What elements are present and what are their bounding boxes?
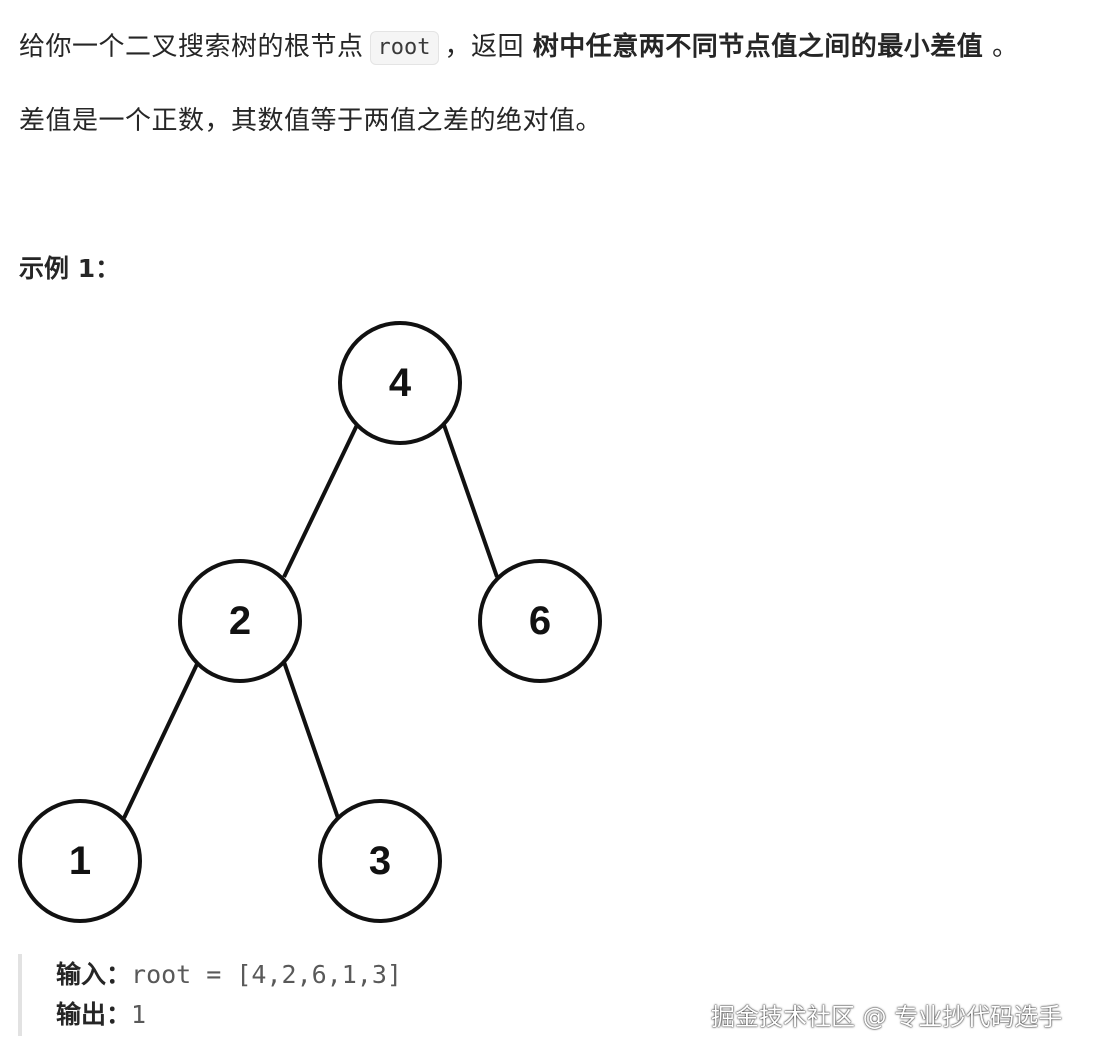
input-value: root = [4,2,6,1,3] [131,960,402,989]
example-io-block: 输入：root = [4,2,6,1,3] 输出：1 [18,954,682,1036]
output-label: 输出： [56,1000,132,1029]
input-label: 输入： [56,960,132,989]
example-title: 示例 1： [19,254,121,283]
output-value: 1 [131,1000,147,1029]
node-1 [18,799,142,923]
edge-4-6 [442,424,499,578]
inline-code-root: root [369,31,439,65]
intro-bold-goal: 树中任意两不同节点值之间的最小差值 [532,32,984,62]
intro-mid: ，返回 [444,32,525,62]
node-1-label: 1 [69,839,91,883]
intro-end: 。 [992,32,1019,62]
node-4 [338,321,462,445]
node-6-label: 6 [529,599,551,643]
node-2-label: 2 [229,599,251,643]
watermark: 掘金技术社区 @ 专业抄代码选手 [711,1003,1063,1031]
node-3-label: 3 [369,839,391,883]
edge-2-3 [282,661,340,819]
node-3 [318,799,442,923]
node-6 [478,559,602,683]
edge-4-2 [282,424,359,578]
intro-prefix: 给你一个二叉搜索树的根节点 [19,32,364,62]
binary-tree-diagram: 4 2 6 1 3 [18,321,602,923]
problem-note: 差值是一个正数，其数值等于两值之差的绝对值。 [19,106,603,136]
edge-2-1 [122,661,200,819]
node-4-label: 4 [389,361,412,405]
input-line: 输入：root = [4,2,6,1,3] [56,958,402,992]
output-line: 输出：1 [56,998,146,1032]
node-2 [178,559,302,683]
